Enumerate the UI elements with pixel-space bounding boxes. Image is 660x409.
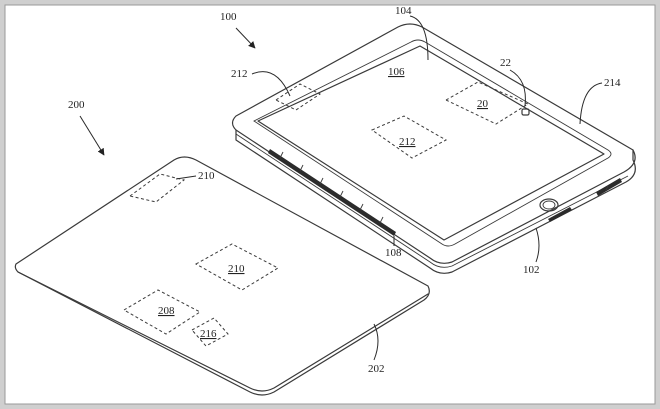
lead-214 [579,82,603,125]
label-202: 202 [368,363,385,375]
region-20 [444,81,530,125]
lead-104 [409,15,429,61]
label-210-top: 210 [198,170,215,182]
label-20: 20 [477,98,489,110]
label-108: 108 [385,247,402,259]
connector-ticks [279,151,384,224]
label-106: 106 [388,66,405,78]
tablet-side-edge [235,133,629,268]
label-210-center: 210 [228,263,245,275]
label-212-top: 212 [231,68,248,80]
arrow-200 [79,115,105,156]
label-102: 102 [523,264,540,276]
label-208: 208 [158,305,175,317]
tablet-housing-side [235,129,636,274]
cover-thickness [17,271,429,392]
region-210-top [128,173,186,203]
home-button-inner [542,200,556,210]
lead-102 [535,227,540,263]
tablet-housing [231,23,636,264]
label-104: 104 [395,5,412,17]
region-208 [123,289,201,335]
cover-accessory [14,156,430,396]
front-camera [521,108,530,116]
label-100: 100 [220,11,237,23]
tablet-device [231,23,636,274]
lead-202 [373,323,379,361]
side-button-gap [605,185,609,191]
bottom-port [548,207,572,222]
lead-212-top [251,71,291,97]
home-button [539,198,559,212]
lead-210-top [175,175,197,180]
label-200: 200 [68,99,85,111]
label-214: 214 [604,77,621,89]
arrow-100 [235,27,256,49]
figure-canvas [4,4,656,405]
label-216: 216 [200,328,217,340]
label-22: 22 [500,57,511,69]
side-buttons [596,178,622,196]
lead-22 [509,69,526,107]
region-212-center [370,115,448,159]
cover-outline [14,156,430,396]
region-212-top [275,83,321,111]
region-216 [191,317,229,347]
tablet-bezel-inner [253,39,612,247]
tablet-display [257,45,605,241]
label-212-center: 212 [399,136,416,148]
